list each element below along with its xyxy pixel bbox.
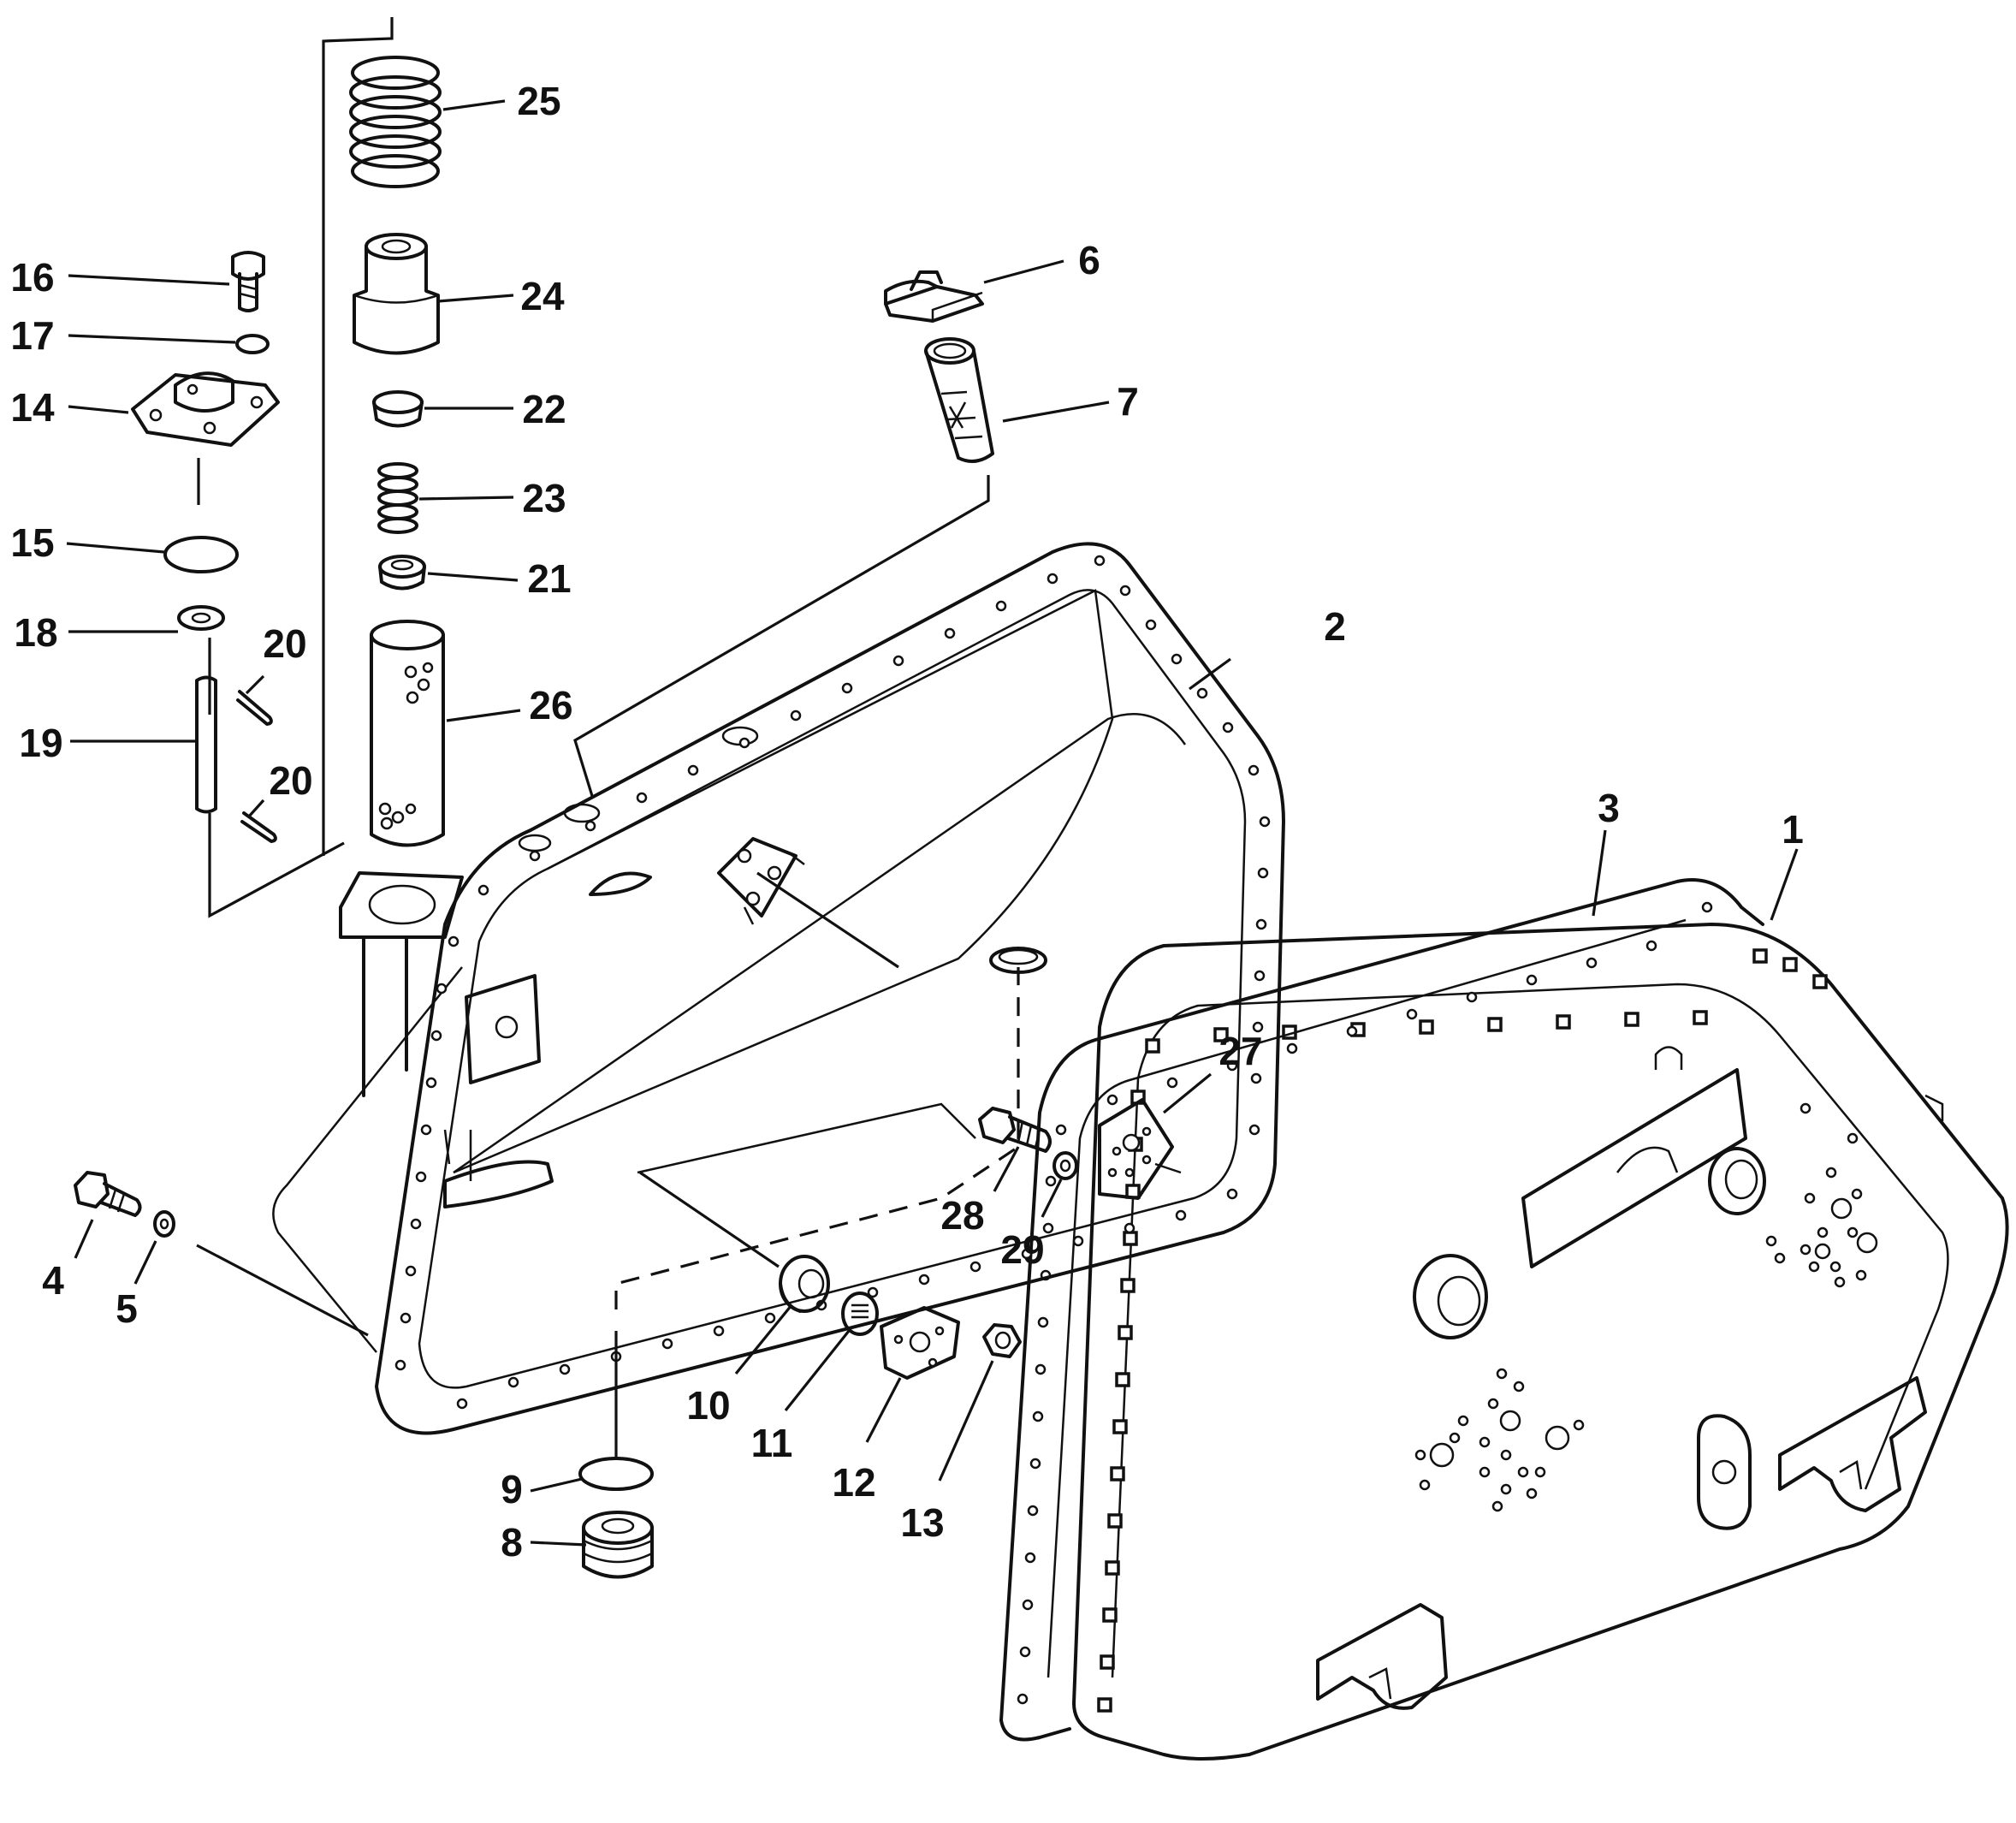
part-1-boss-center (1413, 1254, 1488, 1339)
callout-8: 8 (501, 1520, 523, 1565)
part-3-gasket (999, 878, 1764, 1742)
part-28-bolt (978, 1107, 1052, 1153)
part-20-cotter-pin-lower (240, 811, 277, 843)
callout-24: 24 (520, 274, 565, 318)
part-29-washer (1052, 1151, 1078, 1180)
part-24-element-cap (353, 233, 440, 355)
callout-19: 19 (19, 721, 62, 765)
callout-27: 27 (1218, 1029, 1262, 1073)
callout-22: 22 (522, 387, 566, 431)
part-27-plate (1098, 1098, 1182, 1200)
part-9-o-ring (578, 1457, 654, 1491)
callout-4: 4 (42, 1258, 64, 1303)
callout-18: 18 (14, 610, 57, 655)
part-17-washer (235, 334, 270, 354)
part-4-bolt (74, 1171, 142, 1217)
part-11-plug (841, 1292, 879, 1336)
callout-9: 9 (501, 1467, 523, 1511)
part-13-nut (982, 1323, 1022, 1358)
callout-5: 5 (116, 1286, 138, 1331)
callout-17: 17 (10, 313, 54, 358)
part-1-tank-body (1072, 923, 2009, 1761)
part-18-washer (177, 605, 225, 631)
callout-23: 23 (522, 476, 566, 520)
assembly-leader-lines (196, 17, 990, 1459)
callout-1: 1 (1782, 807, 1804, 852)
part-26-strainer-element (370, 620, 445, 847)
part-2-cover-top-bosses (518, 726, 759, 852)
part-10-seal (779, 1255, 830, 1313)
callout-21: 21 (527, 556, 571, 601)
callout-labels: 1 2 3 4 5 6 7 8 9 10 11 12 13 14 15 16 1… (10, 79, 1803, 1565)
part-2-cover-flange-holes (394, 555, 1271, 1410)
callout-20-lower: 20 (269, 758, 312, 803)
callout-2: 2 (1324, 604, 1346, 649)
part-22-valve (372, 390, 424, 428)
callout-26: 26 (529, 683, 572, 727)
callout-leader-lines (66, 99, 1799, 1547)
callout-25: 25 (517, 79, 560, 123)
part-1-mounting-bracket-right (1778, 1376, 1927, 1512)
callout-29: 29 (1000, 1227, 1044, 1272)
part-14-cover (131, 371, 280, 447)
callout-6: 6 (1078, 238, 1100, 282)
part-5-washer (153, 1210, 175, 1238)
part-3-gasket-holes (1017, 901, 1713, 1705)
part-20-cotter-pin-upper (236, 690, 273, 726)
part-1-boss-upper (1654, 1046, 1766, 1215)
callout-10: 10 (686, 1383, 730, 1428)
part-7-filler-strainer (924, 337, 994, 463)
part-16-bolt (231, 251, 265, 312)
part-1-flange-bolt-squares (1097, 948, 1828, 1713)
part-25-spring (349, 56, 442, 188)
callout-11: 11 (751, 1421, 793, 1465)
callout-7: 7 (1117, 379, 1139, 424)
part-2-tank-cover (272, 542, 1285, 1435)
callout-15: 15 (10, 520, 54, 565)
callout-13: 13 (900, 1500, 944, 1545)
part-6-filler-cap (884, 270, 984, 323)
part-15-o-ring (163, 536, 239, 573)
part-21-valve-seat (378, 555, 426, 591)
part-2-cover-stud-bracket (717, 837, 805, 925)
part-12-cover (880, 1306, 960, 1380)
callout-12: 12 (832, 1460, 875, 1505)
callout-3: 3 (1598, 786, 1620, 830)
callout-14: 14 (10, 385, 55, 430)
part-19-pin (195, 675, 217, 814)
callout-20-upper: 20 (263, 621, 306, 666)
part-23-valve-spring (377, 462, 418, 534)
part-1-reinforcing-plate (1521, 1068, 1747, 1268)
part-1-hole-pattern (1414, 1102, 1878, 1512)
part-8-drain-plug (582, 1511, 654, 1579)
part-1-mounting-bracket-left (1316, 1094, 1944, 1710)
callout-16: 16 (10, 255, 54, 300)
part-1-flange-lower (1697, 1414, 1752, 1530)
filter-housing-flange (339, 871, 464, 1097)
callout-28: 28 (940, 1193, 984, 1238)
